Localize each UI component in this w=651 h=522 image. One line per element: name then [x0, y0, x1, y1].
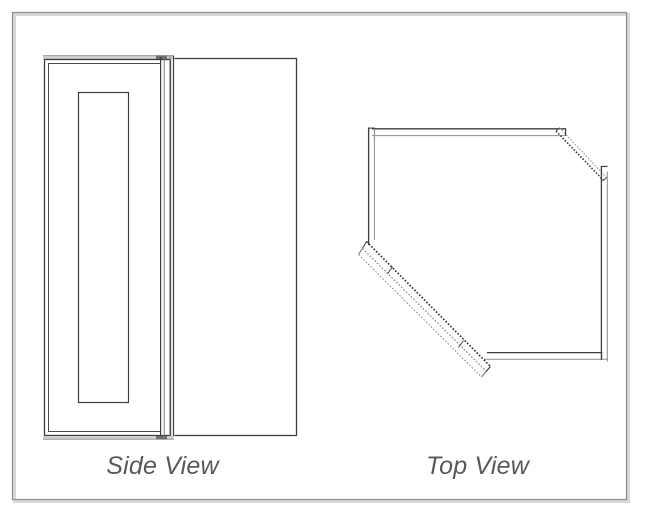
- side-view-bottom-dark-notch: [156, 436, 167, 440]
- side-view-right-panel: [174, 57, 298, 437]
- sheet-border-shadow: [13, 13, 630, 503]
- upper-right-diagonal-edge-a: [555, 130, 605, 182]
- lower-left-diagonal-end-tick: [458, 340, 464, 348]
- side-view-cap-dark-notch: [156, 55, 167, 59]
- top-view-lower-left-diagonal: [358, 240, 492, 378]
- sheet-border: [11, 11, 630, 503]
- side-view-caption: Side View: [106, 452, 219, 480]
- upper-right-diagonal-start-cap: [555, 127, 560, 132]
- sheet-border-line: [11, 11, 628, 501]
- lower-left-diagonal-edge-a: [365, 240, 492, 368]
- side-view-bottom-cap: [43, 436, 174, 440]
- top-view-top-wall: [372, 128, 567, 137]
- side-view-inner-panel: [77, 91, 130, 404]
- side-view-top-cap: [43, 55, 174, 59]
- lower-left-diagonal-start-cap-1: [362, 241, 367, 249]
- top-view-upper-right-diagonal: [555, 127, 607, 182]
- top-wall-body: [372, 128, 566, 136]
- lower-left-diagonal-end-cap-1: [485, 366, 491, 372]
- side-view-mullion-lines: [160, 56, 175, 437]
- top-view-drawing: [358, 127, 608, 378]
- upper-right-diagonal-edge-b: [559, 127, 607, 178]
- side-view-drawing: [43, 55, 298, 440]
- side-view-cap-shade: [43, 55, 174, 59]
- lower-left-diagonal-end-cap-2: [481, 371, 487, 378]
- top-view-right-wall: [600, 165, 608, 362]
- lower-left-diagonal-start-cap-2: [358, 248, 363, 255]
- top-view-left-wall: [367, 127, 375, 245]
- top-view-caption: Top View: [425, 452, 530, 480]
- lower-left-diagonal-edge-b: [362, 248, 487, 372]
- side-view-left-slab: [43, 58, 172, 437]
- side-view-bottom-cap-shade: [43, 436, 174, 439]
- top-view-bottom-wall: [484, 351, 608, 360]
- lower-left-diagonal-edge-c: [358, 254, 482, 378]
- lower-left-diagonal-mid-tick: [387, 266, 393, 275]
- upper-right-diagonal-end-cap: [603, 177, 607, 181]
